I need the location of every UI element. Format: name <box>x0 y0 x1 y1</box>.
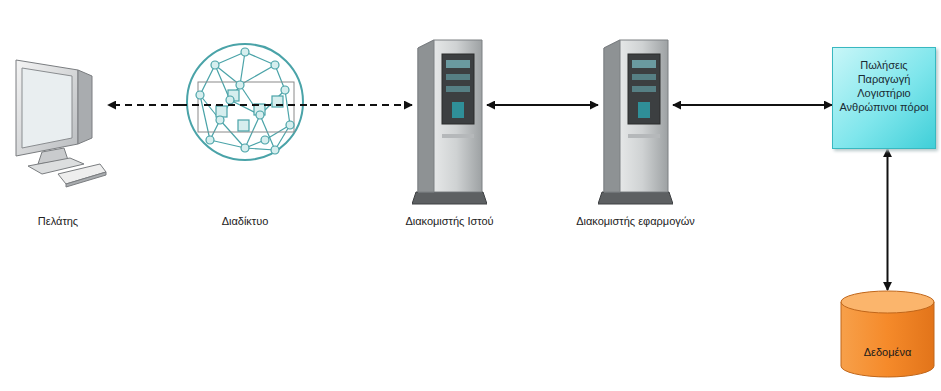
department-name: Ανθρώπινοι πόροι <box>839 100 928 114</box>
data-label: Δεδομένα <box>864 346 912 358</box>
node-label: Διακομιστής εφαρμογών <box>576 215 695 227</box>
internet-node: Διαδίκτυο <box>180 40 310 170</box>
data-link <box>887 149 889 290</box>
computer-icon <box>8 52 108 192</box>
application-server: Διακομιστής εφαρμογών <box>598 38 673 208</box>
database-cylinder <box>840 290 935 378</box>
server-icon <box>412 38 487 208</box>
server-icon <box>598 38 673 208</box>
department-name: Παραγωγή <box>858 72 911 86</box>
internet-globe <box>180 40 310 170</box>
web-server: Διακομιστής Ιστού <box>412 38 487 208</box>
client-computer: Πελάτης <box>8 52 108 192</box>
network-link <box>108 104 180 106</box>
department-name: Λογιστήριο <box>857 86 910 100</box>
department-box: ΠωλήσειςΠαραγωγήΛογιστήριοΑνθρώπινοι πόρ… <box>832 47 936 149</box>
data-link <box>673 104 832 106</box>
data-store: Δεδομένα <box>840 290 935 378</box>
data-link <box>487 104 598 106</box>
network-link <box>310 104 412 106</box>
node-label: Διακομιστής Ιστού <box>405 215 493 227</box>
department-name: Πωλήσεις <box>860 58 907 72</box>
node-label: Διαδίκτυο <box>222 215 269 227</box>
node-label: Πελάτης <box>38 215 78 227</box>
